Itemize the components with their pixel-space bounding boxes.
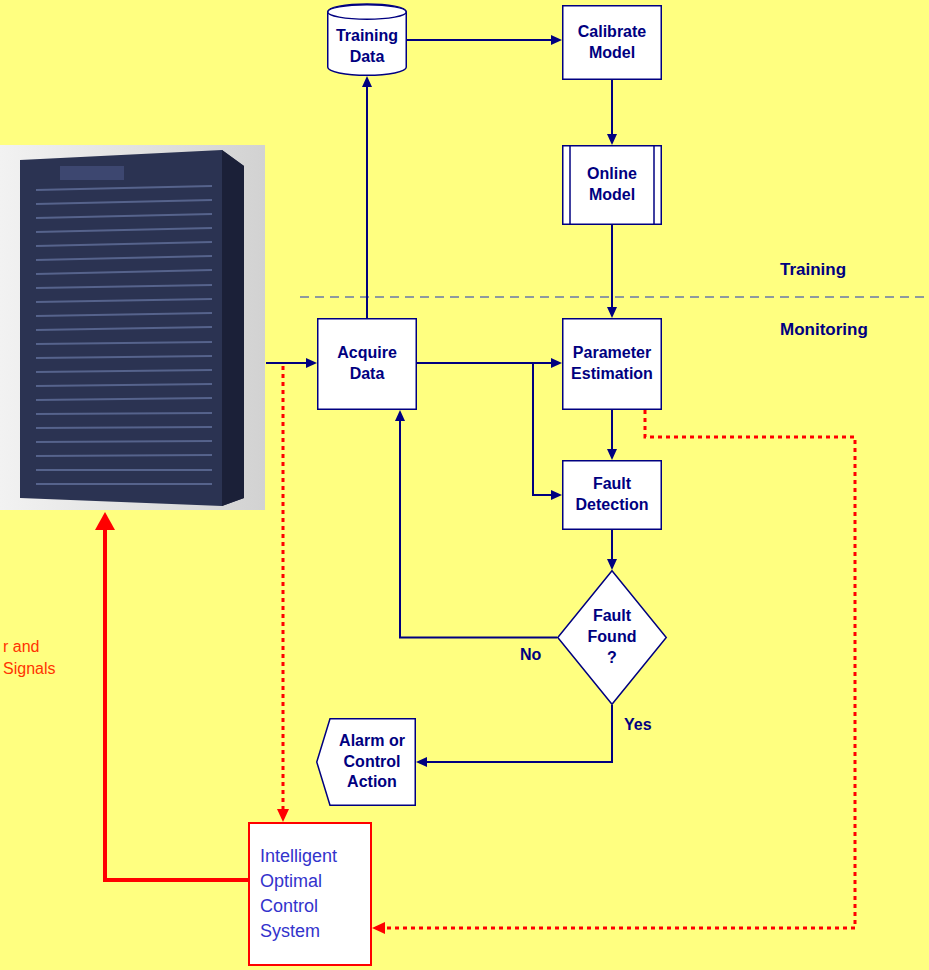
arrowhead — [607, 449, 617, 460]
arrowhead — [551, 35, 562, 45]
edge-label: No — [518, 646, 543, 664]
box-outline — [563, 461, 662, 530]
node-label: Fault Found ? — [585, 606, 639, 668]
box-outline — [563, 319, 662, 410]
data-store: Training Data — [327, 4, 407, 76]
flow-connector — [366, 85, 368, 318]
flow-connector — [400, 419, 557, 638]
control-signal-arrowhead — [95, 512, 115, 530]
display-box: Alarm or Control Action — [316, 718, 416, 806]
process-box: Calibrate Model — [562, 5, 662, 80]
node-text-group: Acquire Data — [323, 343, 411, 385]
node-label: Training Data — [331, 26, 403, 68]
node-outline — [248, 822, 372, 966]
box-outline — [563, 146, 662, 225]
phase-divider — [300, 296, 929, 298]
flow-connector — [407, 39, 553, 41]
node-text-group: Alarm or Control Action — [332, 731, 412, 793]
arrowhead — [607, 134, 617, 145]
arrowhead — [395, 410, 405, 421]
node-outline — [317, 318, 417, 410]
phase-label: Monitoring — [780, 320, 868, 340]
arrowhead — [551, 490, 562, 500]
server-cabinet — [20, 150, 244, 506]
node-outline — [562, 318, 662, 410]
node-text-group: Calibrate Model — [568, 22, 656, 64]
sensor-signal-arrowhead — [277, 809, 289, 822]
data-feed-wire — [266, 362, 307, 364]
arrowhead — [362, 76, 372, 87]
arrowhead — [372, 922, 385, 934]
arrowhead — [607, 559, 617, 570]
box-outline — [249, 823, 371, 965]
data-feed-arrowhead — [306, 358, 317, 368]
node-text-group: Online Model — [574, 164, 650, 206]
predefined-process-box: Online Model — [562, 145, 662, 225]
flow-connector — [417, 363, 553, 495]
signal-label: r and Signals — [3, 636, 65, 681]
flow-connector — [611, 410, 613, 451]
phase-label: Training — [780, 260, 846, 280]
decision-diamond: Fault Found ? — [557, 570, 667, 705]
node-text-group: Fault Detection — [568, 474, 656, 516]
server-badge — [60, 166, 124, 180]
server-vents — [36, 186, 212, 484]
arrowhead — [551, 358, 562, 368]
node-outline — [562, 145, 662, 225]
flow-connector — [425, 705, 612, 762]
node-label: Fault Detection — [568, 474, 656, 516]
node-text-group: Training Data — [331, 26, 403, 68]
box-outline — [563, 6, 662, 80]
process-box: Fault Detection — [562, 460, 662, 530]
node-label: Alarm or Control Action — [332, 731, 412, 793]
process-box: Parameter Estimation — [562, 318, 662, 410]
cylinder-body — [328, 4, 407, 75]
arrowhead — [607, 307, 617, 318]
flow-connector — [611, 225, 613, 309]
box-inner-rule — [653, 146, 655, 225]
node-text-group: Parameter Estimation — [568, 343, 656, 385]
node-label: Online Model — [574, 164, 650, 206]
cylinder-top — [328, 5, 407, 20]
node-label: Intelligent Optimal Control System — [260, 844, 360, 945]
node-outline — [562, 5, 662, 80]
diamond-outline — [558, 571, 667, 705]
controller-box: Intelligent Optimal Control System — [248, 822, 372, 966]
node-label: Acquire Data — [323, 343, 411, 385]
flow-connector — [611, 80, 613, 136]
control-signal-wire — [105, 528, 248, 880]
flow-connector — [611, 530, 613, 561]
sensor-signal-wire — [282, 366, 285, 810]
process-box: Acquire Data — [317, 318, 417, 410]
node-text-group: Fault Found ? — [585, 606, 639, 668]
edge-label: Yes — [622, 716, 654, 734]
server-photo-ground — [0, 145, 265, 510]
node-label: Calibrate Model — [568, 22, 656, 64]
box-inner-rule — [569, 146, 571, 225]
node-text-group: Intelligent Optimal Control System — [260, 844, 360, 945]
display-outline — [317, 719, 416, 806]
server-side-panel — [222, 150, 244, 506]
node-label: Parameter Estimation — [568, 343, 656, 385]
signal-connector — [382, 410, 855, 928]
arrowhead — [416, 757, 427, 767]
box-outline — [318, 319, 417, 410]
node-outline — [562, 460, 662, 530]
